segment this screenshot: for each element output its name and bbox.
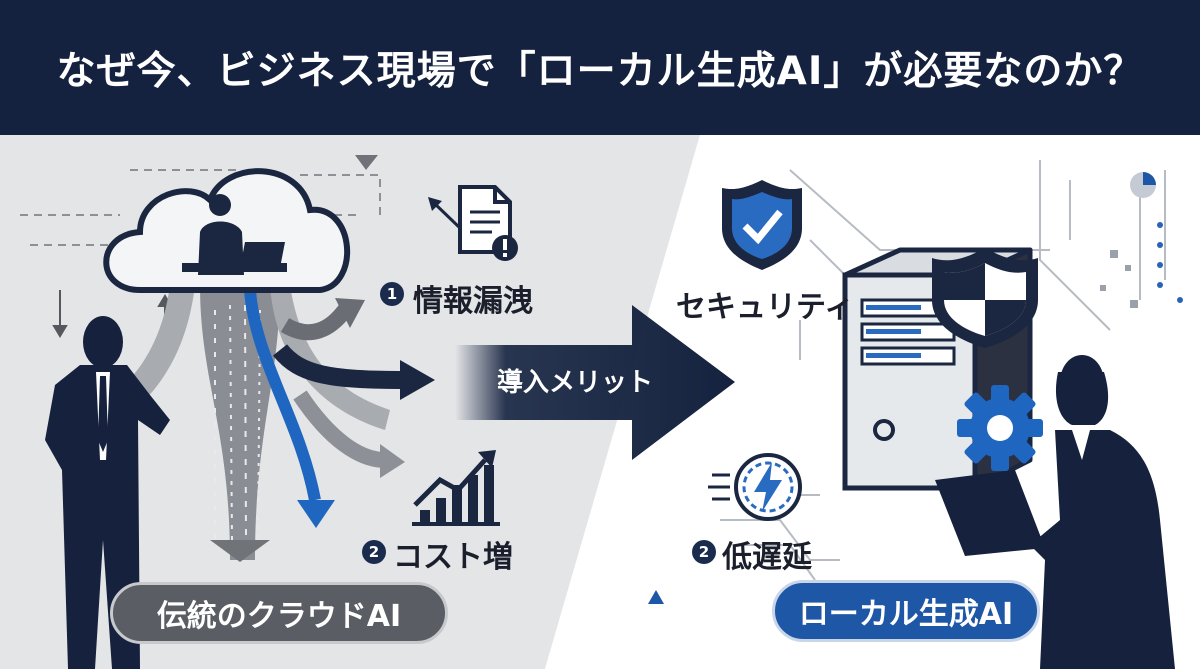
right-corner-triangle (648, 590, 664, 604)
arrow-to-center (272, 344, 406, 389)
risk2-label: コスト増 (393, 540, 513, 575)
benefits-label: 導入メリット (496, 368, 653, 398)
left-circuit-lines (20, 169, 381, 246)
page-title: なぜ今、ビジネス現場で「ローカル生成AI」が必要なのか？ (56, 48, 1144, 94)
shield-check-icon (722, 180, 802, 270)
center-arrow (455, 305, 735, 460)
cloud-ai-label: 伝統のクラウドAI (110, 582, 448, 644)
risk2-number-badge: 2 (362, 540, 386, 564)
local-ai-label: ローカル生成AI (772, 580, 1040, 642)
blue-stream-arrowhead (297, 500, 335, 528)
header-banner: なぜ今、ビジネス現場で「ローカル生成AI」が必要なのか？ (0, 0, 1200, 135)
right-dots (1157, 222, 1183, 303)
security-label: セキュリティ (676, 290, 855, 325)
document-alert-icon (428, 185, 518, 261)
arrow-to-risk2 (293, 390, 386, 468)
lightning-speed-icon (708, 453, 802, 521)
low-latency-label: 低遅延 (722, 540, 812, 575)
cloud-icon (103, 168, 351, 293)
pie-chart-icon (1130, 172, 1156, 198)
illustration (0, 135, 1200, 669)
businesswoman-silhouette (935, 355, 1175, 669)
right-pixel-bits (1100, 250, 1138, 308)
risk1-label: 情報漏洩 (413, 284, 533, 319)
merit2-number-badge: 2 (692, 540, 716, 564)
gear-icon (957, 385, 1043, 471)
left-corner-triangle (355, 155, 378, 170)
arrow-to-risk1 (280, 304, 352, 341)
risk1-number-badge: 1 (380, 282, 404, 306)
growth-chart-icon (412, 450, 500, 526)
shield-icon (932, 248, 1038, 348)
blue-data-stream (244, 289, 321, 502)
